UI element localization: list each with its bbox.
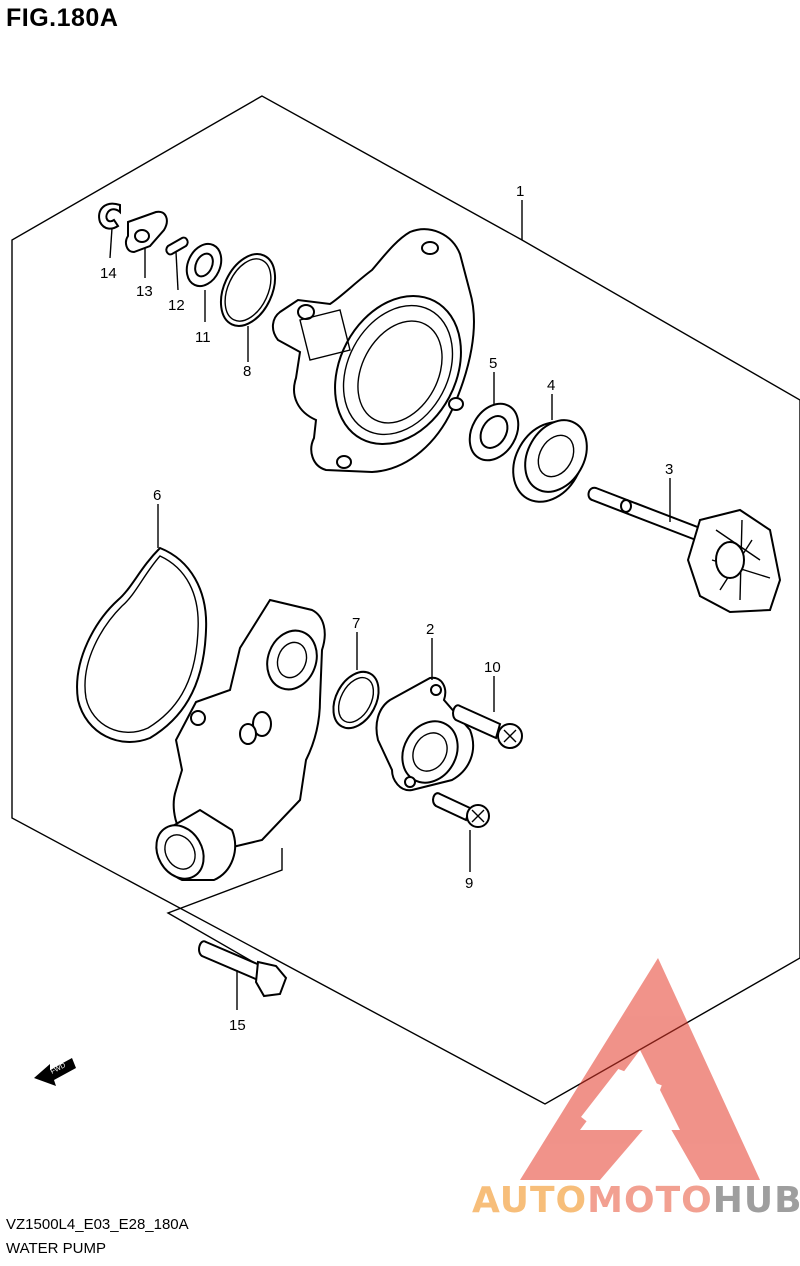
seal-part-5[interactable] (460, 395, 528, 469)
pump-body (155, 598, 326, 881)
logo-word-moto: MOTO (587, 1180, 713, 1221)
callout-8: 8 (243, 363, 251, 380)
callout-9: 9 (465, 875, 473, 892)
bolt-part-10[interactable] (452, 704, 523, 749)
figure-title: FIG.180A (6, 4, 119, 32)
o-ring-part-7[interactable] (324, 664, 387, 736)
callout-15: 15 (229, 1017, 246, 1034)
callout-4: 4 (547, 377, 555, 394)
impeller-shaft-part-3[interactable] (587, 486, 782, 614)
leader-lines (109, 200, 671, 1010)
figure-name: WATER PUMP (6, 1240, 106, 1257)
thermostat-cover-part-2[interactable] (375, 676, 475, 793)
screw-part-9[interactable] (432, 792, 490, 828)
callout-12: 12 (168, 297, 185, 314)
callout-11: 11 (195, 329, 211, 346)
watermark-wordmark: AUTOMOTOHUB (472, 1180, 800, 1221)
mechanical-seal-part-4[interactable] (499, 409, 599, 514)
bolt-part-15[interactable] (198, 940, 288, 998)
logo-word-hub: HUB (712, 1180, 800, 1221)
logo-word-auto: AUTO (472, 1180, 588, 1221)
callout-3: 3 (665, 461, 673, 478)
callout-5: 5 (489, 355, 497, 372)
callout-2: 2 (426, 621, 434, 638)
callout-6: 6 (153, 487, 161, 504)
callout-14: 14 (100, 265, 117, 282)
gasket-part-6[interactable] (76, 546, 208, 743)
pin-part-12[interactable] (165, 236, 189, 256)
callout-10: 10 (484, 659, 501, 676)
callout-1: 1 (516, 183, 524, 200)
figure-code: VZ1500L4_E03_E28_180A (6, 1216, 189, 1233)
callout-13: 13 (136, 283, 153, 300)
bracket-part-13[interactable] (125, 210, 168, 254)
fwd-arrow-icon: FWD (34, 1058, 76, 1086)
washer-part-11[interactable] (180, 238, 228, 291)
pump-cover-part-1[interactable] (272, 228, 486, 474)
watermark-logo (520, 958, 760, 1180)
callout-7: 7 (352, 615, 360, 632)
o-ring-part-8[interactable] (210, 245, 286, 334)
circlip-part-14[interactable] (98, 202, 121, 230)
